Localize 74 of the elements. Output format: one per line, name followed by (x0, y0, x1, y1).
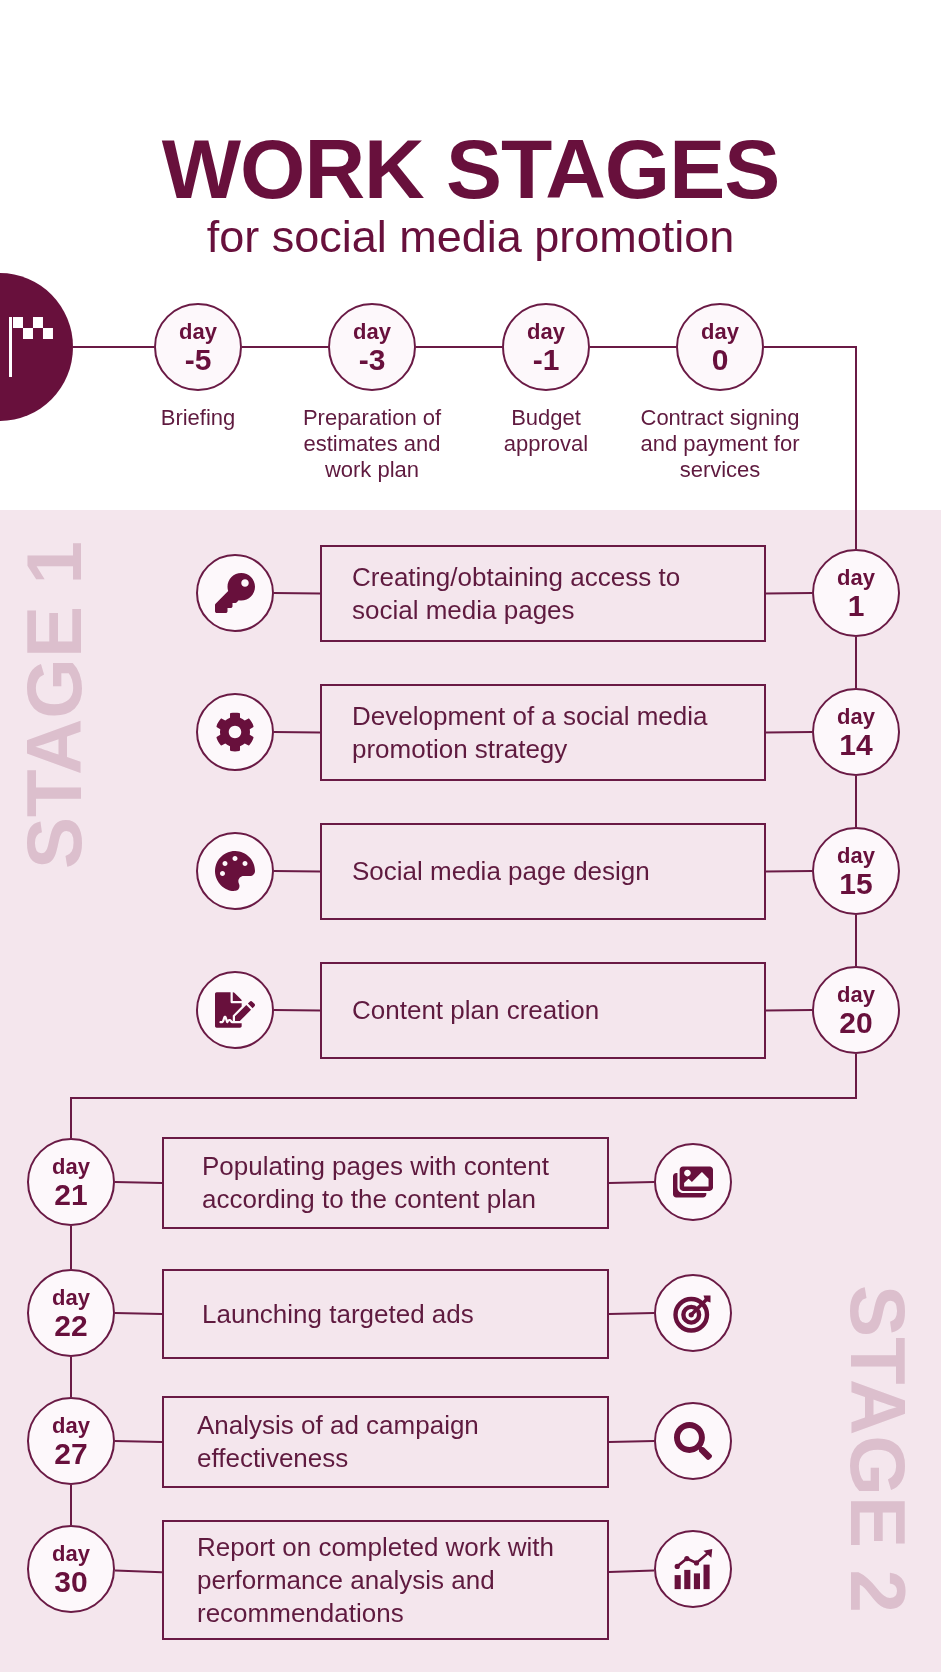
day-number: 20 (839, 1006, 873, 1039)
step-caption: Contract signing and payment for services (639, 405, 801, 483)
subtitle: for social media promotion (206, 212, 735, 262)
day-number: 1 (847, 589, 865, 622)
connector-line (608, 1569, 655, 1573)
step-box (162, 1269, 609, 1359)
connector-line (241, 346, 329, 348)
step-text: Report on completed work with performance analysis and recommendations (197, 1530, 555, 1630)
connector-line (608, 1440, 655, 1443)
step-box (320, 962, 766, 1059)
connector-line (415, 346, 503, 348)
connector-line (70, 1484, 72, 1526)
step-text: Analysis of ad campaign effectiveness (197, 1409, 480, 1475)
connector-line (589, 346, 677, 348)
step-box (320, 823, 766, 920)
step-box (162, 1396, 609, 1488)
step-caption: Briefing (160, 405, 236, 431)
day-label: day (837, 703, 875, 729)
connector-line (273, 870, 321, 873)
day-number: 27 (54, 1437, 88, 1470)
day-label: day (837, 981, 875, 1007)
day-label: day (837, 564, 875, 590)
day-label: day (52, 1284, 90, 1310)
day-number: 15 (839, 867, 873, 900)
connector-line (763, 346, 857, 550)
day-number: 21 (54, 1178, 88, 1211)
step-text: Social media page design (352, 855, 650, 888)
connector-line (273, 1009, 321, 1012)
step-box (162, 1137, 609, 1229)
connector-line (608, 1181, 655, 1184)
day-number: 14 (839, 728, 873, 761)
step-text: Creating/obtaining access to social media pages (352, 560, 682, 627)
connector-line (114, 1312, 163, 1315)
connector-line (855, 914, 857, 967)
step-box (162, 1520, 609, 1640)
day-label: day (52, 1540, 90, 1566)
step-text: Content plan creation (352, 994, 600, 1027)
step-box (320, 684, 766, 781)
step-text: Launching targeted ads (202, 1297, 474, 1331)
day-label: day (52, 1412, 90, 1438)
connector-line (765, 1009, 813, 1012)
connector-line (70, 1053, 857, 1139)
day-number: -5 (184, 343, 212, 376)
connector-line (72, 346, 155, 348)
day-number: 30 (54, 1565, 88, 1598)
step-caption: Budget approval (502, 405, 590, 457)
connector-line (114, 1440, 163, 1443)
connector-line (765, 592, 813, 595)
day-label: day (353, 318, 391, 344)
day-number: 22 (54, 1309, 88, 1342)
day-label: day (52, 1153, 90, 1179)
step-box (320, 545, 766, 642)
connector-line (70, 1225, 72, 1270)
connector-line (765, 731, 813, 734)
day-number: 0 (711, 343, 729, 376)
connector-line (855, 636, 857, 689)
day-label: day (527, 318, 565, 344)
connector-line (70, 1356, 72, 1398)
step-text: Development of a social media promotion strategy (352, 699, 709, 766)
day-label: day (701, 318, 739, 344)
day-label: day (837, 842, 875, 868)
connector-line (114, 1569, 163, 1574)
connector-line (273, 731, 321, 734)
connector-line (855, 775, 857, 828)
connector-line (765, 870, 813, 873)
day-number: -1 (532, 343, 560, 376)
connector-line (114, 1181, 163, 1184)
connector-line (608, 1312, 655, 1315)
step-caption: Preparation of estimates and work plan (301, 405, 443, 483)
day-label: day (179, 318, 217, 344)
connector-line (273, 592, 321, 595)
step-text: Populating pages with content according to the content plan (202, 1150, 550, 1216)
title: WORK STAGES (161, 127, 780, 211)
day-number: -3 (358, 343, 386, 376)
